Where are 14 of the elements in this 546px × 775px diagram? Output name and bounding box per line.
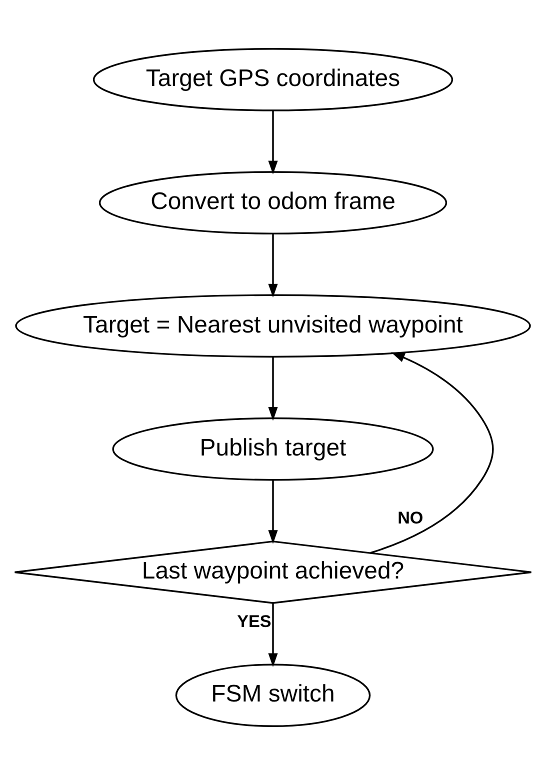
node-diamond: Last waypoint achieved? (14, 540, 532, 604)
edge-label: NO (398, 508, 424, 528)
edge-label: YES (237, 612, 272, 632)
arrow (268, 604, 278, 667)
arrow (268, 110, 278, 174)
arrow (268, 480, 278, 544)
node-ellipse: Convert to odom frame (98, 171, 448, 234)
arrow (370, 352, 494, 554)
arrow (268, 357, 278, 421)
node-ellipse: FSM switch (175, 664, 371, 728)
node-ellipse: Target GPS coordinates (92, 48, 454, 112)
node-ellipse: Target = Nearest unvisited waypoint (15, 294, 531, 358)
node-ellipse: Publish target (112, 417, 434, 481)
arrow (268, 234, 278, 298)
